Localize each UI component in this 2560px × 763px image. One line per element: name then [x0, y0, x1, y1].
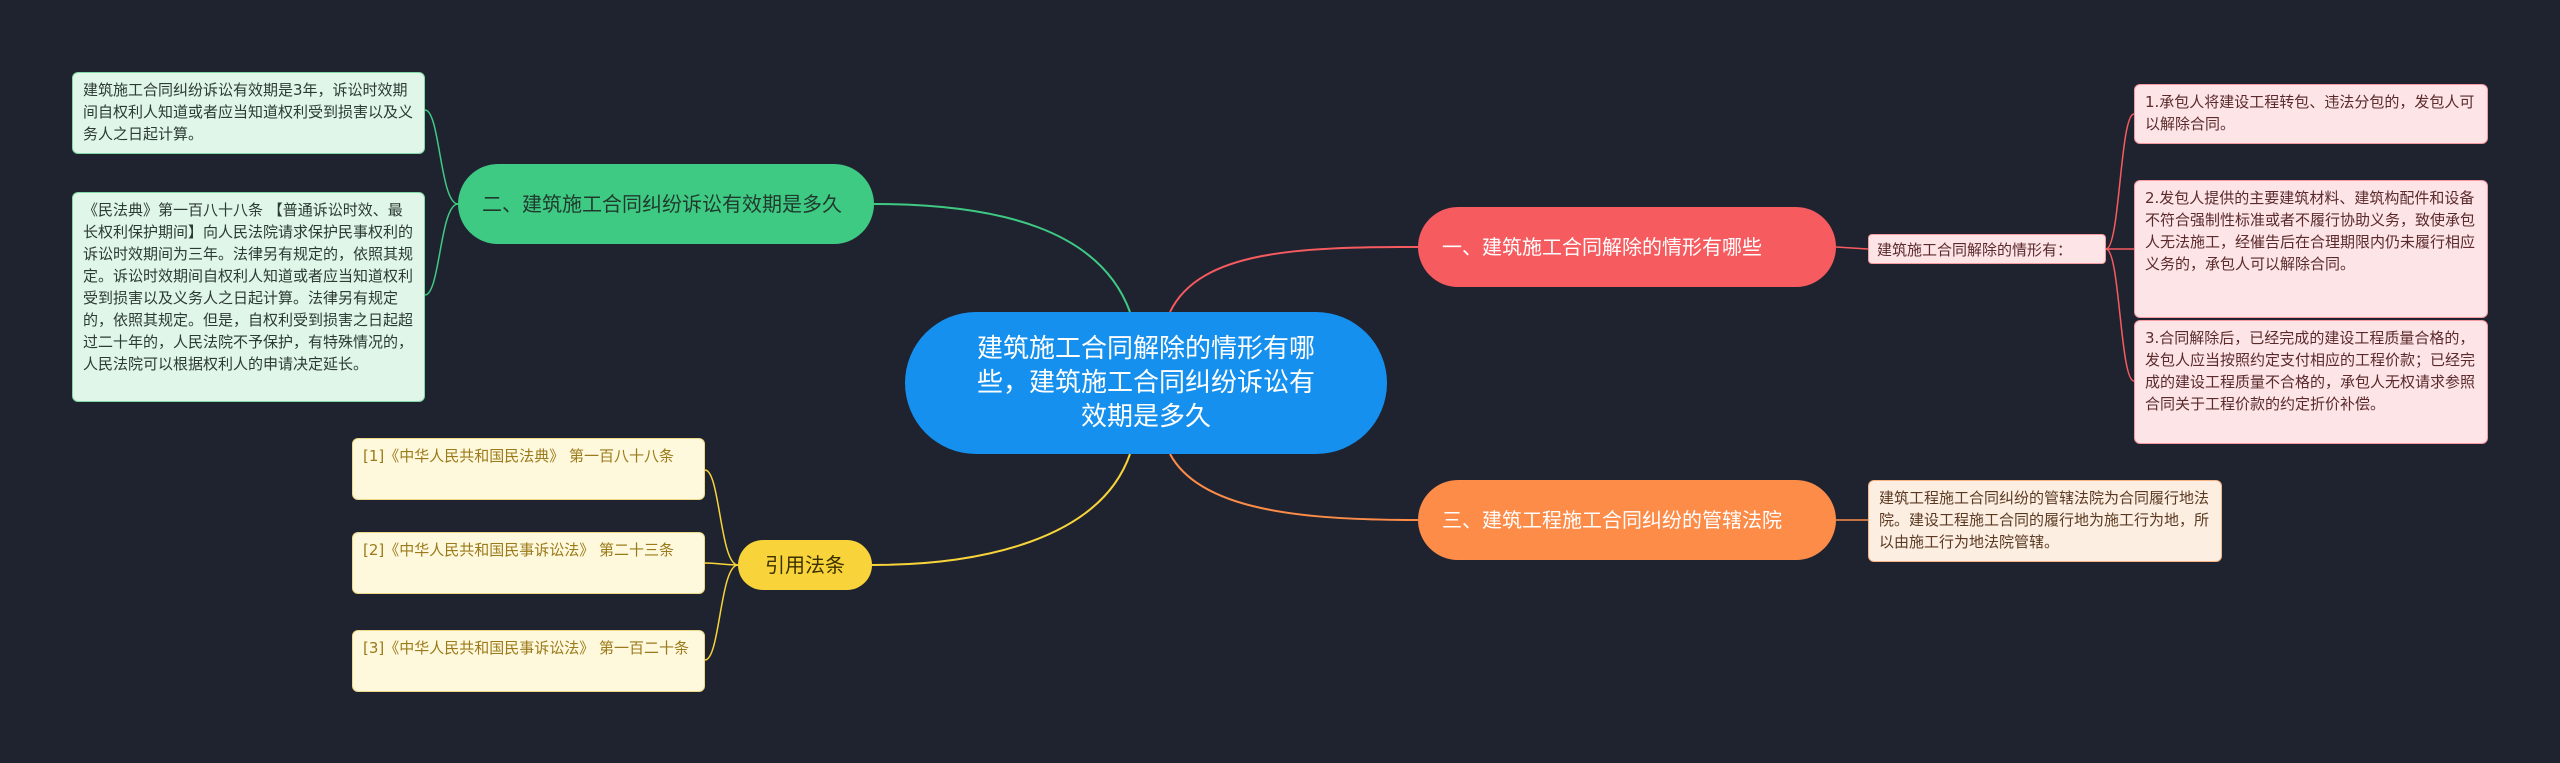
cited-law-2[interactable]: [2]《中华人民共和国民事诉讼法》 第二十三条 — [352, 532, 705, 594]
cited-law-2-text: [2]《中华人民共和国民事诉讼法》 第二十三条 — [363, 541, 675, 559]
cited-law-3[interactable]: [3]《中华人民共和国民事诉讼法》 第一百二十条 — [352, 630, 705, 692]
termination-leaf-1[interactable]: 1.承包人将建设工程转包、违法分包的，发包人可以解除合同。 — [2134, 84, 2488, 144]
branch-cited-laws[interactable]: 引用法条 — [738, 540, 872, 590]
cited-law-1-text: [1]《中华人民共和国民法典》 第一百八十八条 — [363, 447, 675, 465]
limitation-leaf-1[interactable]: 建筑施工合同纠纷诉讼有效期是3年，诉讼时效期间自权利人知道或者应当知道权利受到损… — [72, 72, 425, 154]
root-topic[interactable]: 建筑施工合同解除的情形有哪些，建筑施工合同纠纷诉讼有效期是多久 — [905, 312, 1387, 454]
termination-subtopic[interactable]: 建筑施工合同解除的情形有： — [1868, 234, 2106, 264]
branch-limitation-period[interactable]: 二、建筑施工合同纠纷诉讼有效期是多久 — [458, 164, 874, 244]
termination-leaf-2-text: 2.发包人提供的主要建筑材料、建筑构配件和设备不符合强制性标准或者不履行协助义务… — [2145, 189, 2476, 273]
link-root-yellow — [871, 453, 1131, 566]
branch-termination[interactable]: 一、建筑施工合同解除的情形有哪些 — [1418, 207, 1836, 287]
link-red-sub — [1835, 246, 1869, 250]
termination-leaf-2[interactable]: 2.发包人提供的主要建筑材料、建筑构配件和设备不符合强制性标准或者不履行协助义务… — [2134, 180, 2488, 318]
link-yellow-leaf-2 — [704, 562, 739, 566]
limitation-leaf-2-text: 《民法典》第一百八十八条 【普通诉讼时效、最长权利保护期间】向人民法院请求保护民… — [83, 201, 414, 373]
jurisdiction-leaf-1[interactable]: 建筑工程施工合同纠纷的管辖法院为合同履行地法院。建设工程施工合同的履行地为施工行… — [1868, 480, 2222, 562]
termination-leaf-1-text: 1.承包人将建设工程转包、违法分包的，发包人可以解除合同。 — [2145, 93, 2475, 133]
link-root-red — [1169, 246, 1419, 313]
termination-leaf-3-text: 3.合同解除后，已经完成的建设工程质量合格的，发包人应当按照约定支付相应的工程价… — [2145, 329, 2476, 413]
branch-jurisdiction-label: 三、建筑工程施工合同纠纷的管辖法院 — [1442, 508, 1782, 532]
branch-limitation-period-label: 二、建筑施工合同纠纷诉讼有效期是多久 — [482, 192, 842, 216]
link-root-orange — [1169, 453, 1419, 521]
jurisdiction-leaf-1-text: 建筑工程施工合同纠纷的管辖法院为合同履行地法院。建设工程施工合同的履行地为施工行… — [1879, 489, 2210, 551]
branch-cited-laws-label: 引用法条 — [765, 553, 845, 577]
termination-leaf-3[interactable]: 3.合同解除后，已经完成的建设工程质量合格的，发包人应当按照约定支付相应的工程价… — [2134, 320, 2488, 444]
link-green-leaf-2 — [424, 203, 459, 296]
cited-law-3-text: [3]《中华人民共和国民事诉讼法》 第一百二十条 — [363, 639, 690, 657]
link-yellow-leaf-3 — [704, 564, 739, 661]
link-green-leaf-1 — [424, 109, 459, 205]
link-red-leaf-3 — [2105, 248, 2135, 382]
termination-subtopic-label: 建筑施工合同解除的情形有： — [1877, 241, 2073, 259]
link-red-leaf-1 — [2105, 113, 2135, 250]
branch-termination-label: 一、建筑施工合同解除的情形有哪些 — [1442, 235, 1762, 259]
branch-jurisdiction[interactable]: 三、建筑工程施工合同纠纷的管辖法院 — [1418, 480, 1836, 560]
cited-law-1[interactable]: [1]《中华人民共和国民法典》 第一百八十八条 — [352, 438, 705, 500]
limitation-leaf-2[interactable]: 《民法典》第一百八十八条 【普通诉讼时效、最长权利保护期间】向人民法院请求保护民… — [72, 192, 425, 402]
link-yellow-leaf-1 — [704, 469, 739, 566]
root-title: 建筑施工合同解除的情形有哪些，建筑施工合同纠纷诉讼有效期是多久 — [976, 334, 1315, 432]
link-root-green — [873, 203, 1131, 313]
limitation-leaf-1-text: 建筑施工合同纠纷诉讼有效期是3年，诉讼时效期间自权利人知道或者应当知道权利受到损… — [83, 81, 414, 143]
